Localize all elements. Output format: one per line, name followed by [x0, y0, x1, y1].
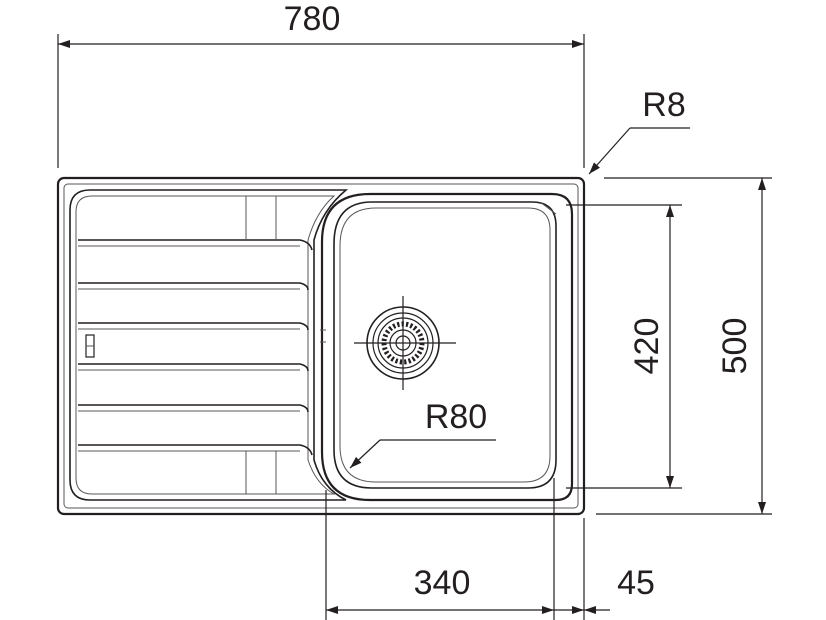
sink-outline: [56, 176, 586, 516]
width-dimension: 780: [57, 0, 585, 168]
corner-radius-callout: R8: [588, 86, 690, 175]
edge-offset-label: 45: [617, 564, 655, 602]
sink-bowl: [320, 192, 574, 502]
overall-depth-label: 500: [716, 318, 754, 375]
bowl-depth-label: 420: [628, 318, 666, 375]
drainer-ribs: [78, 239, 313, 456]
drain-waste: [354, 296, 456, 390]
bowl-radius-label: R80: [425, 398, 487, 436]
corner-radius-label: R8: [642, 86, 685, 124]
overall-width-label: 780: [284, 0, 341, 38]
bowl-radius-callout: R80: [349, 398, 496, 469]
edge-offset-dimension: 45: [554, 518, 655, 620]
overall-depth-dimension: 500: [596, 177, 772, 515]
bowl-depth-dimension: 420: [566, 204, 682, 489]
bowl-width-dimension: 340: [325, 478, 555, 620]
bowl-width-label: 340: [414, 564, 471, 602]
